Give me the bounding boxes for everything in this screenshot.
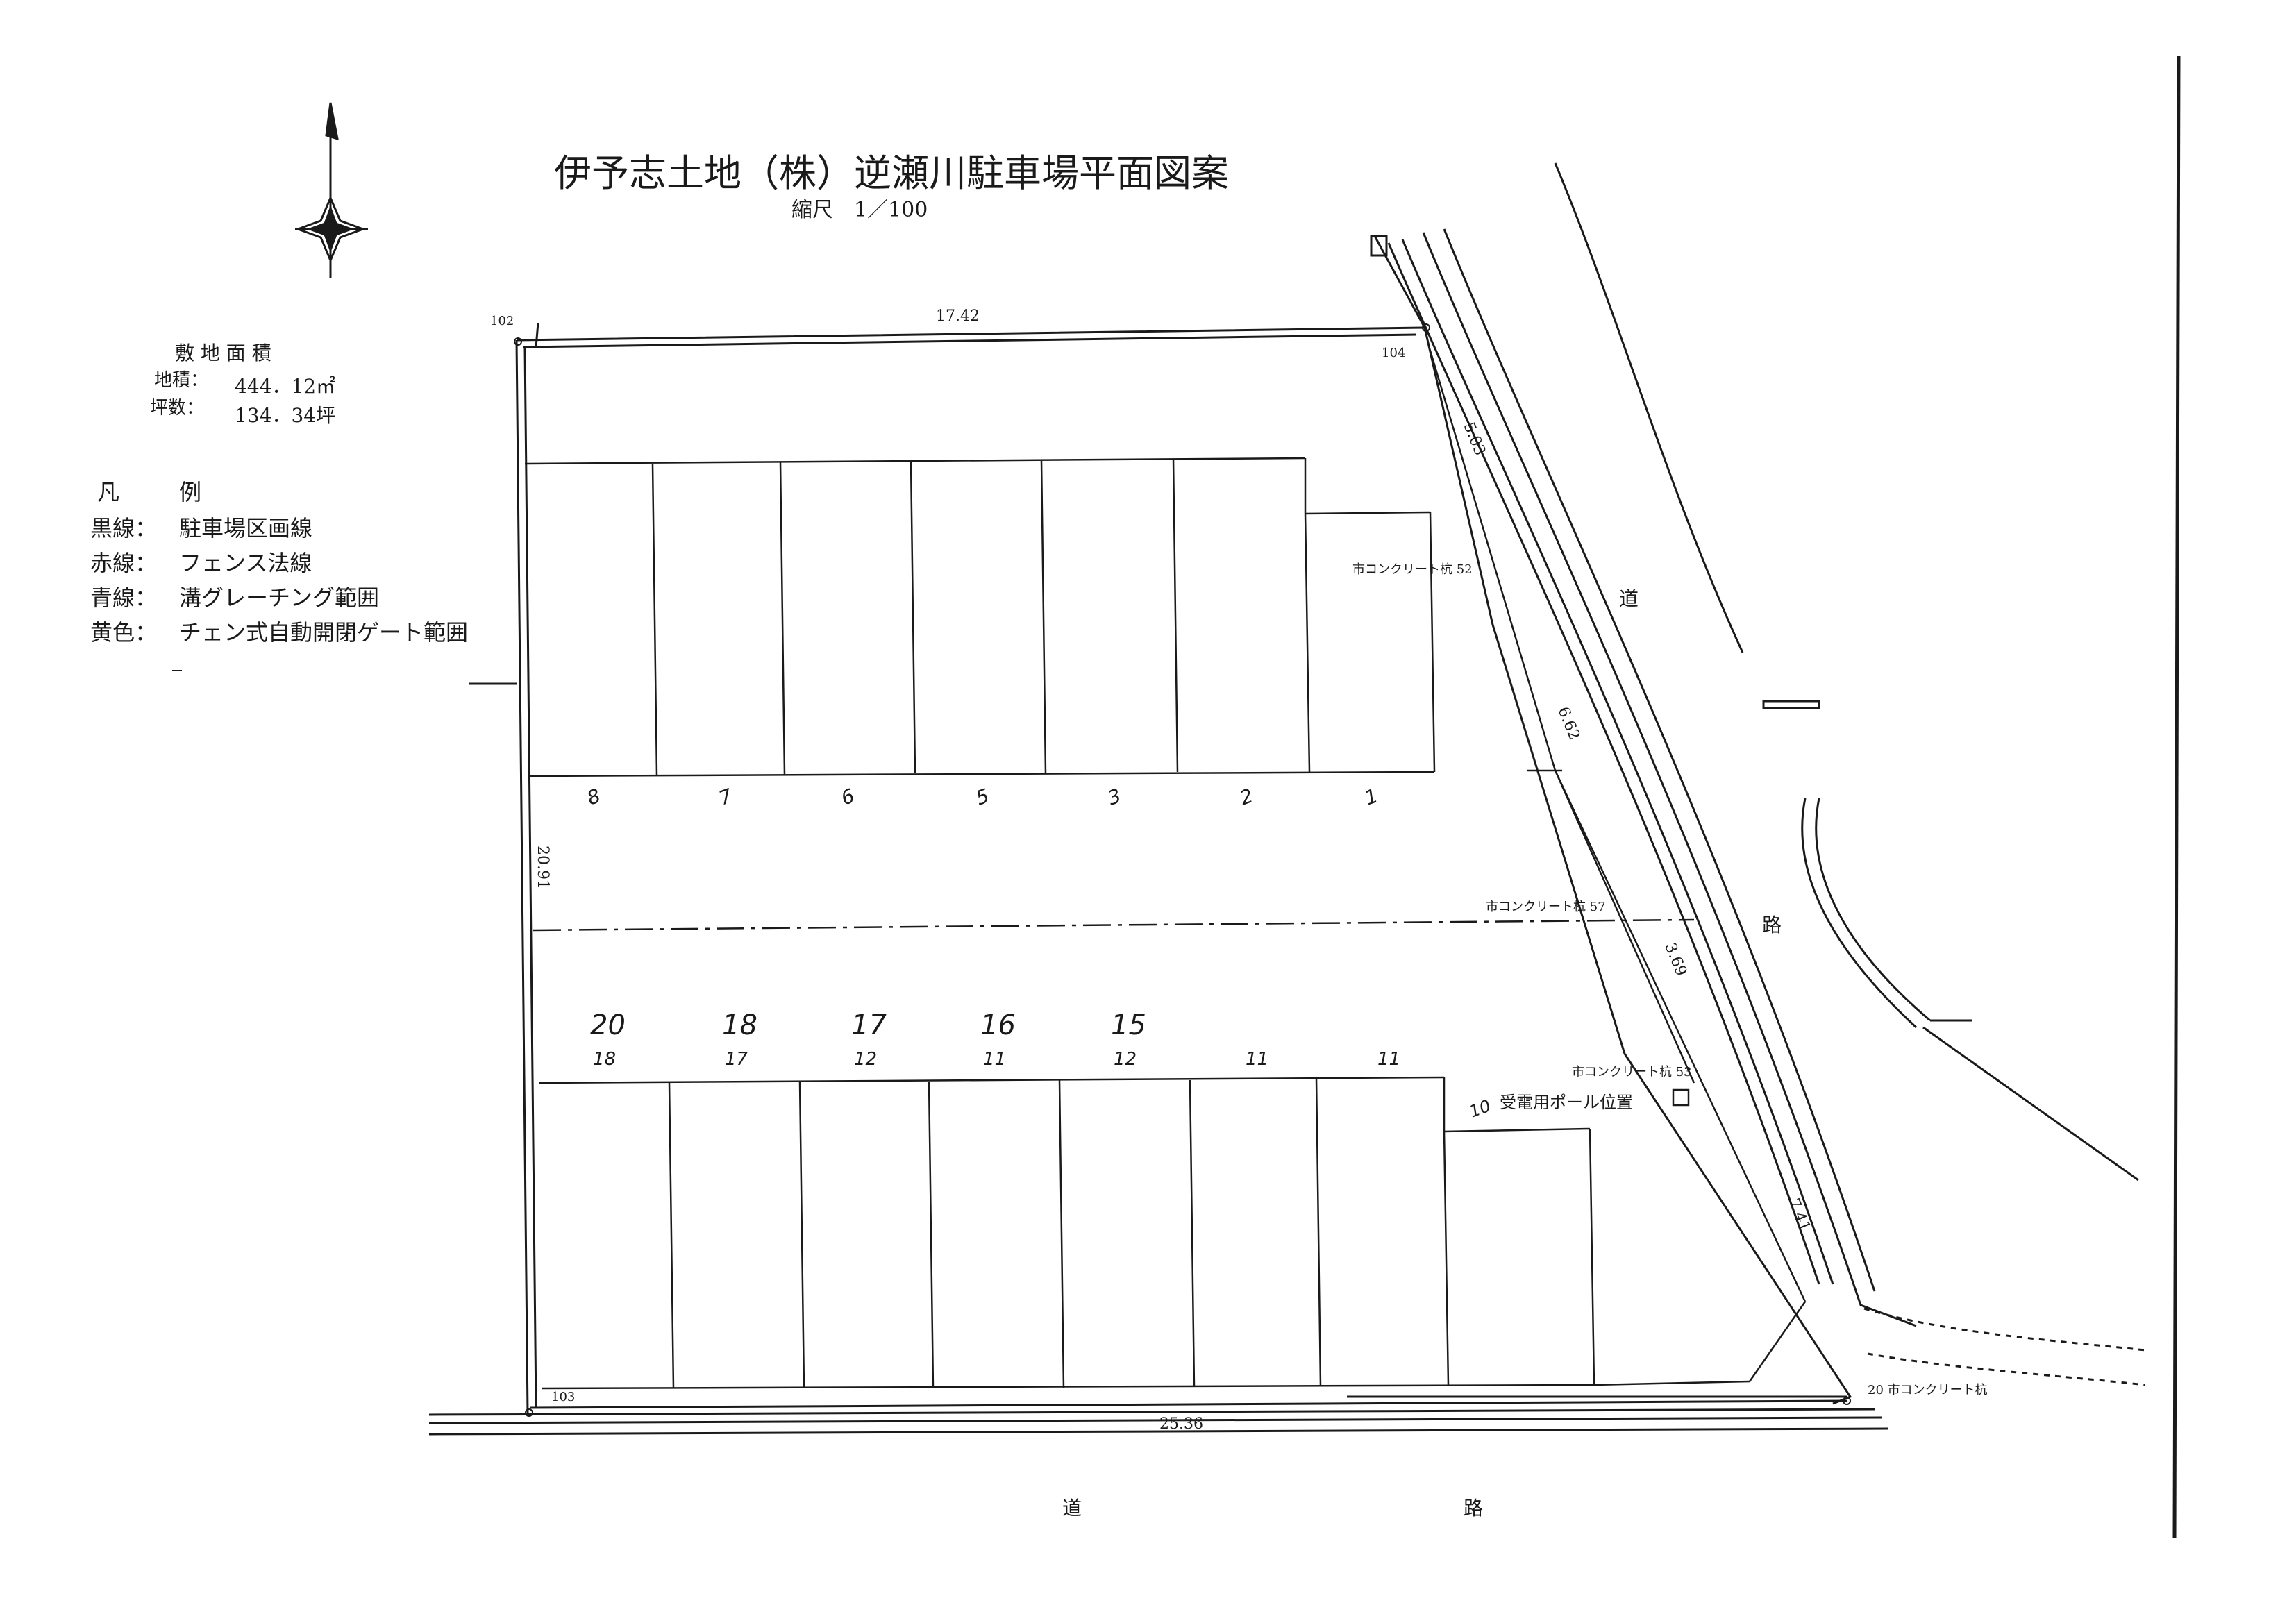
parking-number-old: 12 <box>1114 1049 1137 1070</box>
parking-number-old: 12 <box>854 1049 877 1070</box>
upper-row-numbers: 8 7 6 5 3 2 1 <box>584 784 1381 809</box>
stake-52: 市コンクリート杭 52 <box>1352 562 1473 577</box>
legend-value-black: 駐車場区画線 <box>179 515 312 541</box>
pole-label: 受電用ポール位置 <box>1500 1093 1633 1112</box>
page-title: 伊予志土地（株）逆瀬川駐車場平面図案 <box>554 151 1229 195</box>
legend-value-red: フェンス法線 <box>179 550 312 576</box>
point-103: 103 <box>551 1390 575 1404</box>
legend-heading-right: 例 <box>179 479 201 505</box>
stake-53: 市コンクリート杭 53 <box>1572 1065 1692 1079</box>
dim-bottom: 25.36 <box>1159 1415 1203 1433</box>
tsubo-label: 坪数： <box>150 398 204 419</box>
dim-right-bottom: 7.41 <box>1784 1196 1813 1234</box>
survey-points <box>514 323 1851 1417</box>
upper-parking-row <box>524 457 1436 777</box>
stake-20: 20 市コンクリート杭 <box>1868 1383 1988 1397</box>
site-boundary <box>428 235 1889 1436</box>
scale-label: 縮尺 1／100 <box>791 198 928 222</box>
dim-top: 17.42 <box>936 308 980 325</box>
point-102: 102 <box>490 314 514 328</box>
parking-number-upper: 7 <box>716 784 735 809</box>
point-104: 104 <box>1382 346 1405 360</box>
parking-number-old: 11 <box>1377 1049 1400 1070</box>
parking-number-old: 11 <box>1246 1049 1268 1070</box>
legend-key-red: 赤線： <box>90 550 157 576</box>
area-label: 地積： <box>154 370 208 391</box>
parking-number-upper: 1 <box>1361 784 1381 809</box>
area-value: 444．12㎡ <box>235 375 335 398</box>
stake-57: 市コンクリート杭 57 <box>1486 900 1606 914</box>
legend-value-yellow: チェン式自動開閉ゲート範囲 <box>179 619 468 646</box>
dim-right-lower: 3.69 <box>1661 941 1690 979</box>
right-lot-edge <box>1429 350 1807 1382</box>
parking-number-new: 18 <box>722 1009 757 1041</box>
dim-right-mid: 6.62 <box>1554 705 1583 743</box>
pole-number: 10 <box>1466 1096 1493 1122</box>
lower-row-numbers: 20 18 18 17 17 12 16 11 15 12 11 11 <box>590 1009 1400 1070</box>
right-road-edge <box>1370 162 2146 1386</box>
legend-key-black: 黒線： <box>90 515 157 541</box>
parking-number-upper: 6 <box>838 784 857 809</box>
legend-key-yellow: 黄色： <box>90 619 157 646</box>
lower-parking-row <box>538 1076 1750 1390</box>
parking-number-new: 20 <box>590 1009 626 1041</box>
road-bottom-right: 路 <box>1464 1497 1483 1520</box>
legend-heading-left: 凡 <box>97 479 119 505</box>
road-right-top: 道 <box>1619 587 1639 610</box>
legend-value-blue: 溝グレーチング範囲 <box>179 585 379 611</box>
parking-number-upper: 3 <box>1105 784 1124 809</box>
parking-number-new: 17 <box>851 1009 887 1041</box>
frame-right-line <box>2172 55 2181 1538</box>
center-line <box>533 918 1695 932</box>
north-arrow-icon <box>294 102 368 278</box>
parking-number-old: 17 <box>725 1049 748 1070</box>
parking-number-upper: 2 <box>1237 784 1256 809</box>
parking-number-old: 11 <box>983 1049 1006 1070</box>
road-bottom-left: 道 <box>1062 1497 1082 1520</box>
dim-left: 20.91 <box>534 846 551 889</box>
parking-number-upper: 5 <box>973 784 992 809</box>
tsubo-value: 134．34坪 <box>235 404 335 427</box>
parking-number-old: 18 <box>593 1049 616 1070</box>
parking-number-new: 15 <box>1111 1009 1146 1041</box>
site-area-heading: 敷 地 面 積 <box>175 342 271 364</box>
legend-key-blue: 青線： <box>90 585 157 611</box>
road-right-bottom: 路 <box>1762 914 1782 936</box>
parking-number-upper: 8 <box>584 784 603 809</box>
parking-number-new: 16 <box>980 1009 1016 1041</box>
